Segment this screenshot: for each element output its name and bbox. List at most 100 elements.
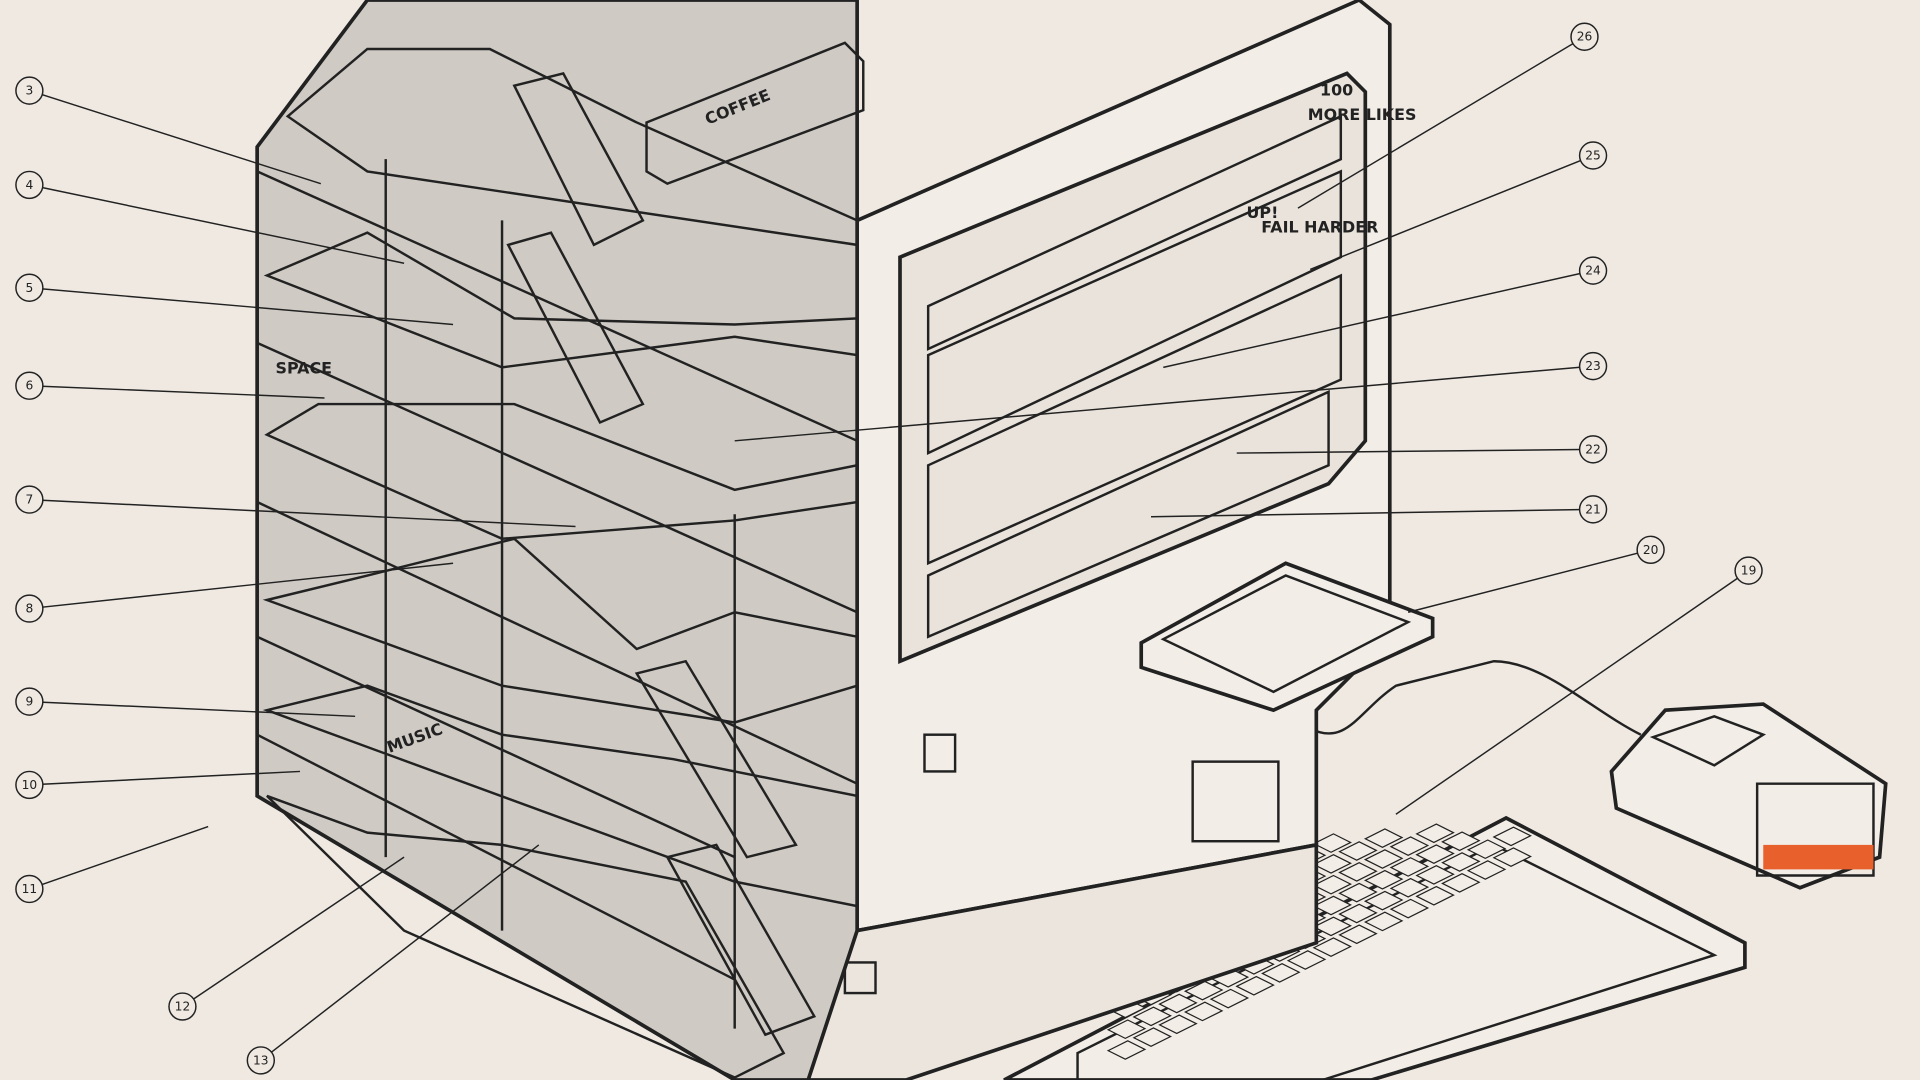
cutaway-building: COFFEE SPACE MUSIC	[255, 0, 865, 1080]
key	[1338, 924, 1378, 945]
leader-line	[29, 770, 301, 786]
key	[1363, 869, 1404, 890]
sign-up: UP!	[1247, 203, 1279, 222]
callout-circle	[246, 1046, 276, 1075]
callout-number: 13	[253, 1053, 269, 1067]
likes-count: 100	[1320, 81, 1353, 100]
key	[1183, 980, 1224, 1001]
callout-circle	[15, 76, 44, 105]
key	[1415, 844, 1455, 864]
callout-circle	[168, 992, 197, 1021]
callout-7: 7	[15, 485, 576, 528]
sign-more-likes: MORE LIKES	[1308, 105, 1417, 124]
callout-circle	[1578, 495, 1608, 524]
leader-line	[1309, 154, 1594, 271]
callout-13: 13	[246, 844, 540, 1075]
callout-24: 24	[1163, 256, 1608, 369]
callout-circle	[15, 594, 44, 623]
key	[1441, 852, 1481, 872]
callout-number: 7	[25, 493, 33, 507]
key	[1466, 839, 1507, 860]
mouse	[1309, 659, 1888, 890]
callout-circle	[15, 170, 44, 200]
callout-number: 26	[1577, 30, 1593, 44]
callout-22: 22	[1236, 435, 1608, 464]
key	[1389, 877, 1430, 898]
callout-circle	[15, 687, 44, 716]
callout-number: 3	[25, 84, 33, 98]
callout-number: 25	[1585, 149, 1601, 163]
key	[1415, 865, 1455, 885]
callout-number: 22	[1585, 442, 1601, 456]
callout-number: 24	[1585, 264, 1601, 278]
callout-circle	[1578, 435, 1608, 464]
callout-circle	[15, 770, 44, 800]
key	[1235, 975, 1275, 996]
callout-5: 5	[15, 273, 454, 326]
key	[1363, 828, 1404, 849]
callout-number: 9	[25, 695, 33, 709]
callout-26: 26	[1297, 22, 1599, 209]
key	[1106, 1019, 1147, 1040]
key	[1415, 885, 1455, 906]
callout-circle	[1578, 141, 1608, 170]
callout-6: 6	[15, 371, 325, 400]
key	[1158, 993, 1198, 1014]
callout-circle	[1578, 351, 1608, 381]
leader-line	[182, 856, 405, 1008]
key	[1312, 833, 1352, 853]
callout-21: 21	[1151, 495, 1608, 524]
key	[1338, 861, 1378, 882]
key	[1441, 872, 1481, 893]
key	[1415, 823, 1455, 844]
callout-circle	[15, 485, 44, 514]
key	[1389, 898, 1430, 919]
key	[1312, 874, 1352, 895]
monitor: FAIL HARDER MORE LIKES 100 UP!	[806, 0, 1435, 1080]
callout-8: 8	[15, 562, 454, 623]
key	[1338, 903, 1378, 924]
callout-number: 6	[25, 379, 33, 393]
callout-number: 5	[25, 281, 33, 295]
callout-10: 10	[15, 770, 301, 800]
sign-space: SPACE	[276, 358, 333, 377]
leader-line	[734, 365, 1594, 442]
leader-line	[260, 844, 540, 1061]
key	[1209, 988, 1250, 1009]
callout-number: 8	[25, 602, 33, 616]
callout-number: 21	[1585, 502, 1601, 516]
leader-line	[29, 384, 325, 399]
key	[1492, 847, 1532, 868]
key	[1338, 882, 1378, 903]
leader-line	[1407, 549, 1651, 613]
callout-circle	[15, 273, 44, 302]
key	[1158, 1014, 1198, 1035]
leader-line	[1236, 448, 1594, 454]
callout-number: 10	[22, 778, 38, 792]
callout-number: 12	[175, 1000, 191, 1014]
key	[1132, 1027, 1172, 1048]
leader-line	[29, 562, 454, 610]
key	[1312, 895, 1352, 916]
key	[1363, 849, 1404, 869]
key	[1261, 962, 1301, 983]
callout-circle	[1734, 556, 1763, 585]
callout-3: 3	[15, 76, 322, 185]
callout-circle	[15, 371, 44, 400]
leader-line	[29, 825, 209, 890]
key	[1338, 841, 1378, 861]
key	[1389, 857, 1430, 877]
callout-12: 12	[168, 856, 405, 1021]
leader-line	[1395, 570, 1749, 815]
callout-23: 23	[734, 351, 1608, 442]
key	[1441, 831, 1481, 852]
callout-number: 19	[1741, 564, 1757, 578]
key	[1492, 826, 1532, 847]
callout-19: 19	[1395, 556, 1763, 815]
callout-number: 23	[1585, 359, 1601, 373]
leader-line	[29, 89, 322, 185]
leader-line	[1297, 36, 1585, 209]
key	[1312, 937, 1352, 958]
